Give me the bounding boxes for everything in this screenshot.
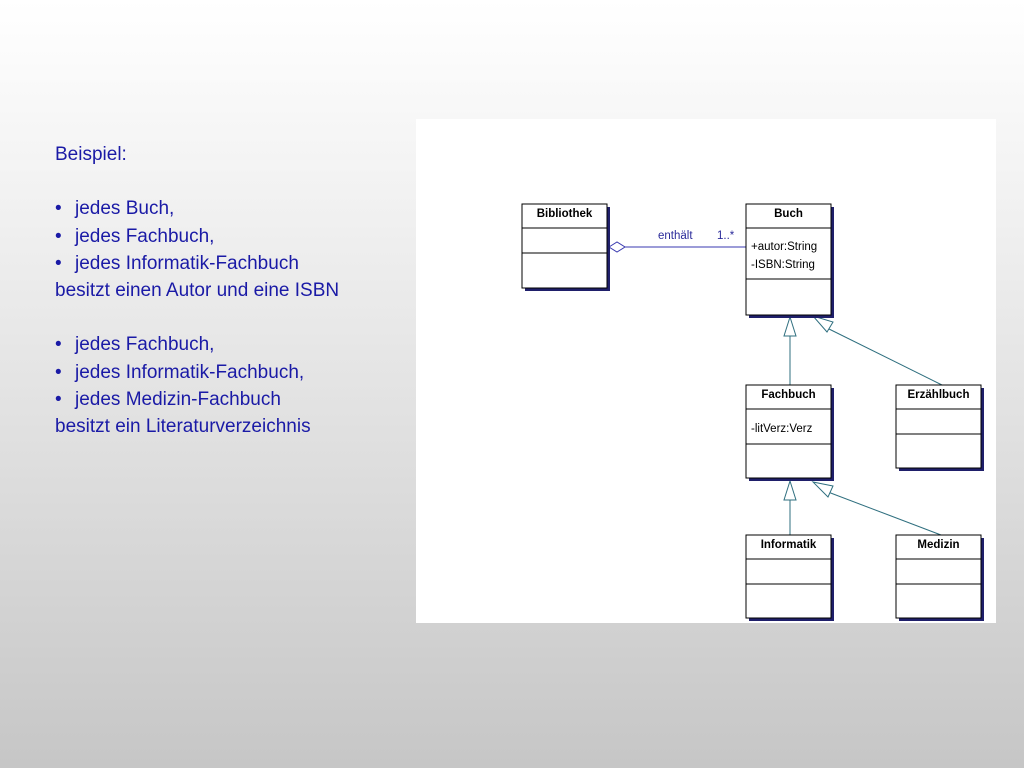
bullet-mark: • [55,198,62,220]
bullet-text: jedes Informatik-Fachbuch [75,252,299,274]
uml-diagram-panel: enthält 1..* Bibliothek [416,119,996,623]
class-box [745,384,832,479]
class-medizin: Medizin [895,534,984,621]
conclusion-text: besitzt einen Autor und eine ISBN [55,279,340,301]
class-attribute: +autor:String [751,241,817,253]
bullet-mark: • [55,225,62,247]
bullet-item: • jedes Fachbuch, [55,223,415,250]
bullet-text: jedes Medizin-Fachbuch [75,388,281,410]
class-name: Informatik [761,539,817,551]
association-enthaelt: enthält 1..* [608,230,746,253]
bullet-item: • jedes Informatik-Fachbuch [55,250,415,277]
bullet-mark: • [55,361,62,383]
association-label: enthält [658,230,693,242]
generalization-informatik-fachbuch [783,479,797,535]
class-name: Erzählbuch [908,389,970,401]
generalization-arrowhead [811,481,834,498]
uml-class-diagram: enthält 1..* Bibliothek [521,203,984,621]
class-attribute: -ISBN:String [751,259,815,271]
class-informatik: Informatik [745,534,834,621]
bullet-text: jedes Informatik-Fachbuch, [75,361,305,383]
generalization-fachbuch-buch [783,315,797,385]
class-bibliothek: Bibliothek [521,203,610,291]
bullet-item: • jedes Buch, [55,195,415,222]
class-name: Medizin [917,539,959,551]
bullet-mark: • [55,334,62,356]
bullet-item: • jedes Fachbuch, [55,331,415,358]
bullet-text: jedes Fachbuch, [75,225,215,247]
class-fachbuch: Fachbuch -litVerz:Verz [745,384,834,481]
association-multiplicity: 1..* [717,230,735,242]
class-box [895,534,982,619]
bullet-text: jedes Buch, [75,198,175,220]
heading: Beispiel: [55,144,127,165]
generalization-arrowhead [811,315,834,333]
class-box [745,203,832,316]
class-name: Fachbuch [761,389,815,401]
bullet-item: • jedes Informatik-Fachbuch, [55,359,415,386]
class-box [745,534,832,619]
generalization-medizin-fachbuch [811,481,942,536]
conclusion-text: besitzt ein Literaturverzeichnis [55,415,311,437]
bullet-mark: • [55,252,62,274]
bullet-item: • jedes Medizin-Fachbuch [55,386,415,413]
bullet-text: jedes Fachbuch, [75,334,215,356]
generalization-line [826,327,943,386]
class-erzaehlbuch: Erzählbuch [895,384,984,471]
class-name: Bibliothek [537,208,593,220]
generalization-arrowhead [783,315,797,337]
class-name: Buch [774,208,803,220]
bullet-mark: • [55,388,62,410]
generalization-line [827,491,942,536]
generalization-arrowhead [783,479,797,501]
class-buch: Buch +autor:String -ISBN:String [745,203,834,318]
class-box [521,203,608,289]
example-text: Beispiel: •jedes Buch, •jedes Fachbuch, … [55,141,415,440]
generalization-erzaehlbuch-buch [811,315,943,386]
class-box [895,384,982,469]
class-attribute: -litVerz:Verz [751,423,813,435]
aggregation-diamond [608,241,626,253]
